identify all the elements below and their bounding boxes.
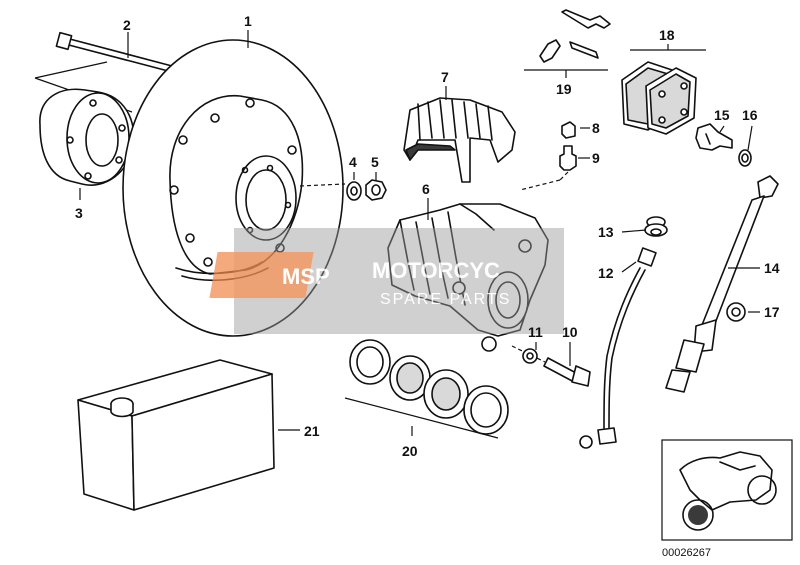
reference-number: 00026267	[662, 547, 711, 559]
motorcycle-thumbnail	[661, 439, 793, 541]
callout-5: 5	[371, 154, 379, 170]
callout-1: 1	[244, 13, 252, 29]
watermark-line1: MOTORCYC	[372, 258, 500, 283]
part-seal-ring	[738, 149, 752, 167]
callout-16: 16	[742, 107, 758, 123]
part-hose-seal	[726, 302, 746, 322]
callout-3: 3	[75, 205, 83, 221]
callout-8: 8	[592, 120, 600, 136]
callout-17: 17	[764, 304, 780, 320]
part-brake-caliper	[387, 203, 549, 352]
part-bolt	[55, 31, 173, 73]
callout-21: 21	[304, 423, 320, 439]
callout-12: 12	[598, 265, 614, 281]
part-mount-bolt	[511, 345, 591, 387]
leader-lines	[79, 30, 760, 436]
part-bleed-cap	[561, 121, 576, 139]
part-bleed-valve	[519, 145, 577, 191]
part-banjo-bolt	[695, 123, 733, 151]
callout-18: 18	[659, 27, 675, 43]
part-brake-line	[579, 247, 657, 449]
part-brake-hose	[665, 175, 779, 393]
callout-6: 6	[422, 181, 430, 197]
part-washer	[346, 181, 362, 201]
callout-13: 13	[598, 224, 614, 240]
part-mount-washer	[522, 348, 538, 364]
callout-7: 7	[441, 69, 449, 85]
watermark-logo: MSP	[282, 264, 330, 289]
watermark: MSP MOTORCYC SPARE PARTS	[209, 228, 564, 334]
callout-labels: 1 2 3 4 5 6 7 8 9 10 11 12 13 14 15 16 1…	[75, 13, 780, 459]
part-pin-set	[524, 9, 611, 71]
callout-11: 11	[528, 324, 543, 340]
callout-15: 15	[714, 107, 730, 123]
part-seal-kit	[344, 339, 509, 439]
watermark-line2: SPARE PARTS	[380, 291, 511, 308]
part-caliper-cover	[403, 97, 516, 183]
callout-14: 14	[764, 260, 780, 276]
callout-9: 9	[592, 150, 600, 166]
callout-10: 10	[562, 324, 578, 340]
part-spacer-ring	[34, 61, 135, 186]
part-nut	[365, 179, 387, 201]
callout-20: 20	[402, 443, 418, 459]
callout-19: 19	[556, 81, 572, 97]
part-grommet	[644, 216, 668, 237]
part-brake-fluid-can	[77, 359, 275, 511]
callout-4: 4	[349, 154, 357, 170]
part-brake-pads	[621, 49, 706, 135]
callout-2: 2	[123, 17, 131, 33]
